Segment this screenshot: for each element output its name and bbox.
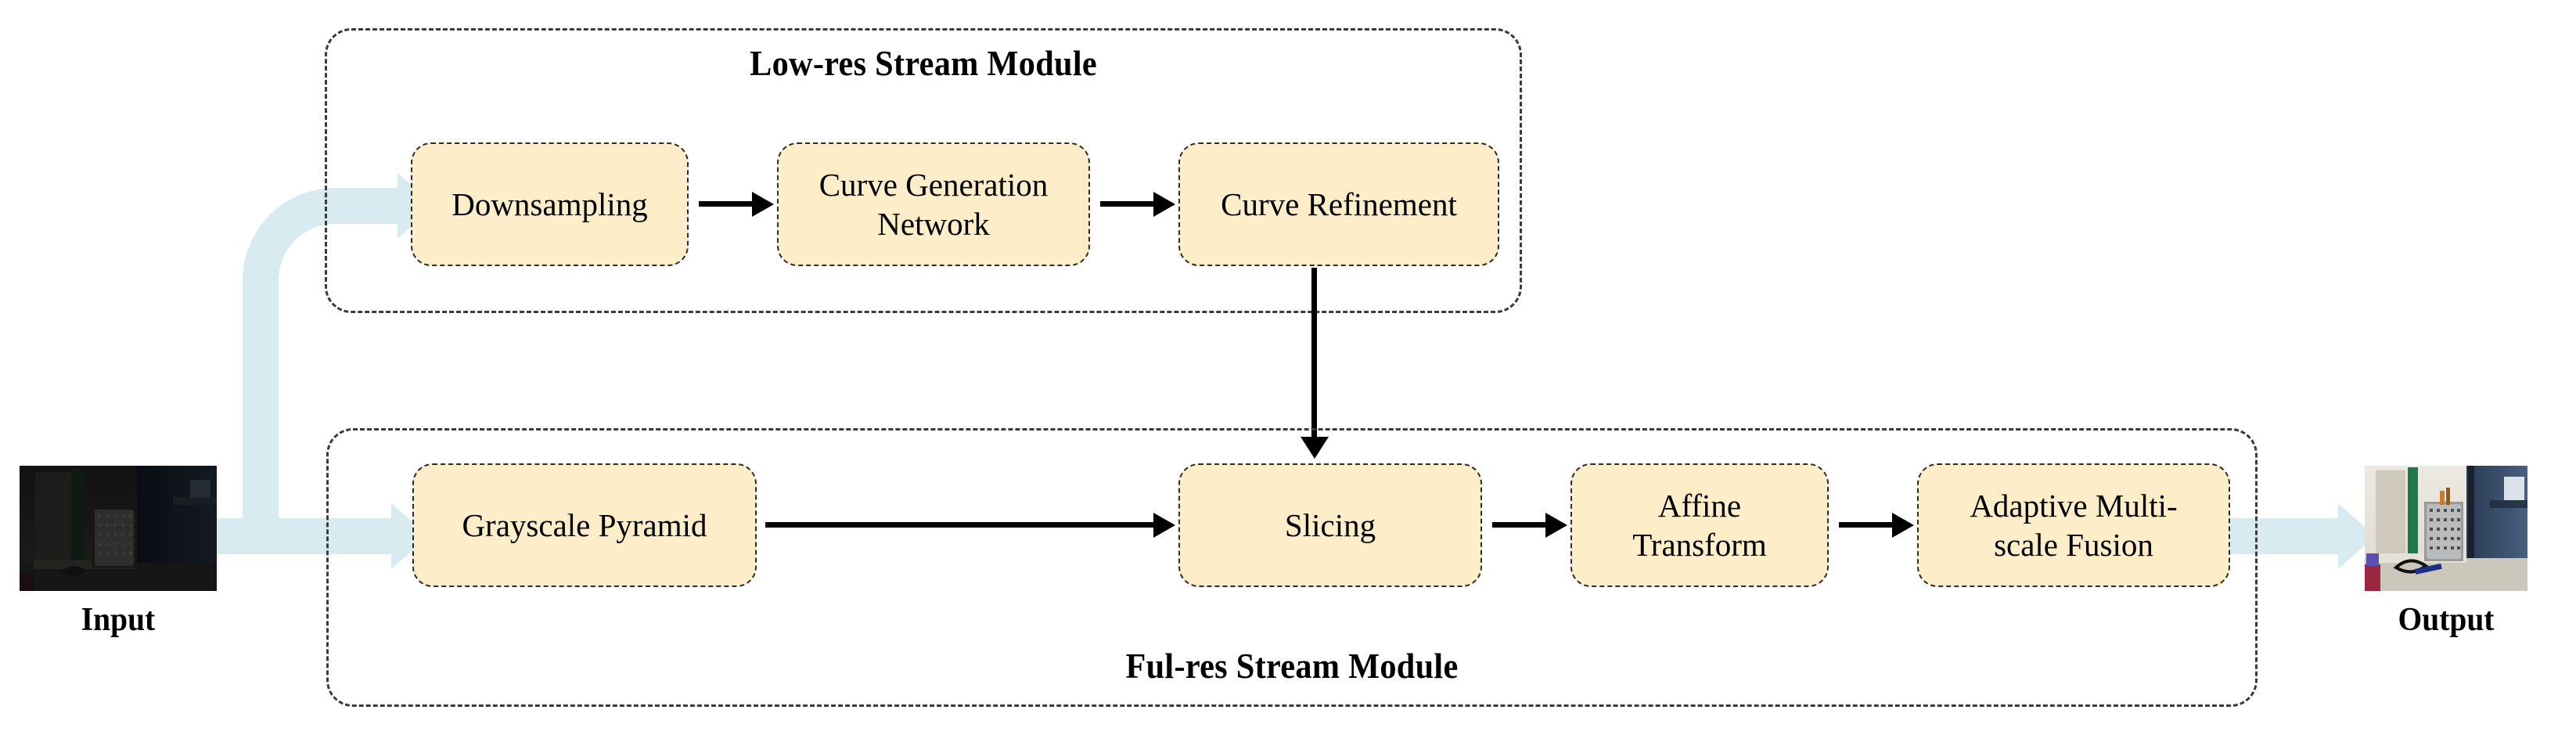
input-flow-branch-lower (213, 518, 393, 554)
node-grayscale-pyramid[interactable]: Grayscale Pyramid (412, 463, 757, 587)
node-curve-generation-label-line2: Network (877, 206, 990, 242)
output-label: Output (2398, 602, 2495, 638)
node-adaptive-multiscale-fusion[interactable]: Adaptive Multi- scale Fusion (1917, 463, 2230, 587)
module-low-res (325, 28, 1522, 313)
output-image (2365, 466, 2527, 591)
node-fusion-label-line2: scale Fusion (1994, 527, 2153, 563)
node-curve-generation-network[interactable]: Curve Generation Network (777, 142, 1090, 266)
input-flow-branch-upper (336, 188, 399, 224)
module-ful-res-title: Ful-res Stream Module (1125, 646, 1459, 686)
node-curve-refinement[interactable]: Curve Refinement (1178, 142, 1499, 266)
arrow-grayscale-to-slicing (765, 522, 1155, 528)
node-slicing-label: Slicing (1284, 506, 1376, 543)
module-ful-res (326, 428, 2258, 707)
node-affine-transform[interactable]: Affine Transform (1570, 463, 1829, 587)
module-low-res-title: Low-res Stream Module (750, 43, 1097, 83)
node-fusion-label-line1: Adaptive Multi- (1970, 487, 2178, 524)
node-slicing[interactable]: Slicing (1178, 463, 1482, 587)
node-affine-transform-label-line1: Affine (1657, 487, 1742, 524)
arrow-slicing-to-affine (1492, 522, 1547, 528)
node-downsampling[interactable]: Downsampling (411, 142, 689, 266)
node-downsampling-label: Downsampling (452, 186, 648, 222)
arrow-downsampling-to-curve-gen (699, 201, 754, 207)
node-grayscale-pyramid-label: Grayscale Pyramid (462, 506, 707, 543)
input-photo-graphic (20, 466, 217, 591)
output-photo-graphic (2365, 466, 2527, 591)
node-affine-transform-label-line2: Transform (1632, 527, 1767, 563)
arrow-curve-gen-to-curve-refine (1100, 201, 1155, 207)
arrow-curve-refine-to-slicing (1311, 268, 1317, 438)
arrow-affine-to-fusion (1839, 522, 1894, 528)
node-curve-refinement-label: Curve Refinement (1221, 186, 1457, 222)
input-image (20, 466, 217, 591)
node-curve-generation-label-line1: Curve Generation (818, 166, 1049, 203)
input-label: Input (81, 602, 156, 638)
